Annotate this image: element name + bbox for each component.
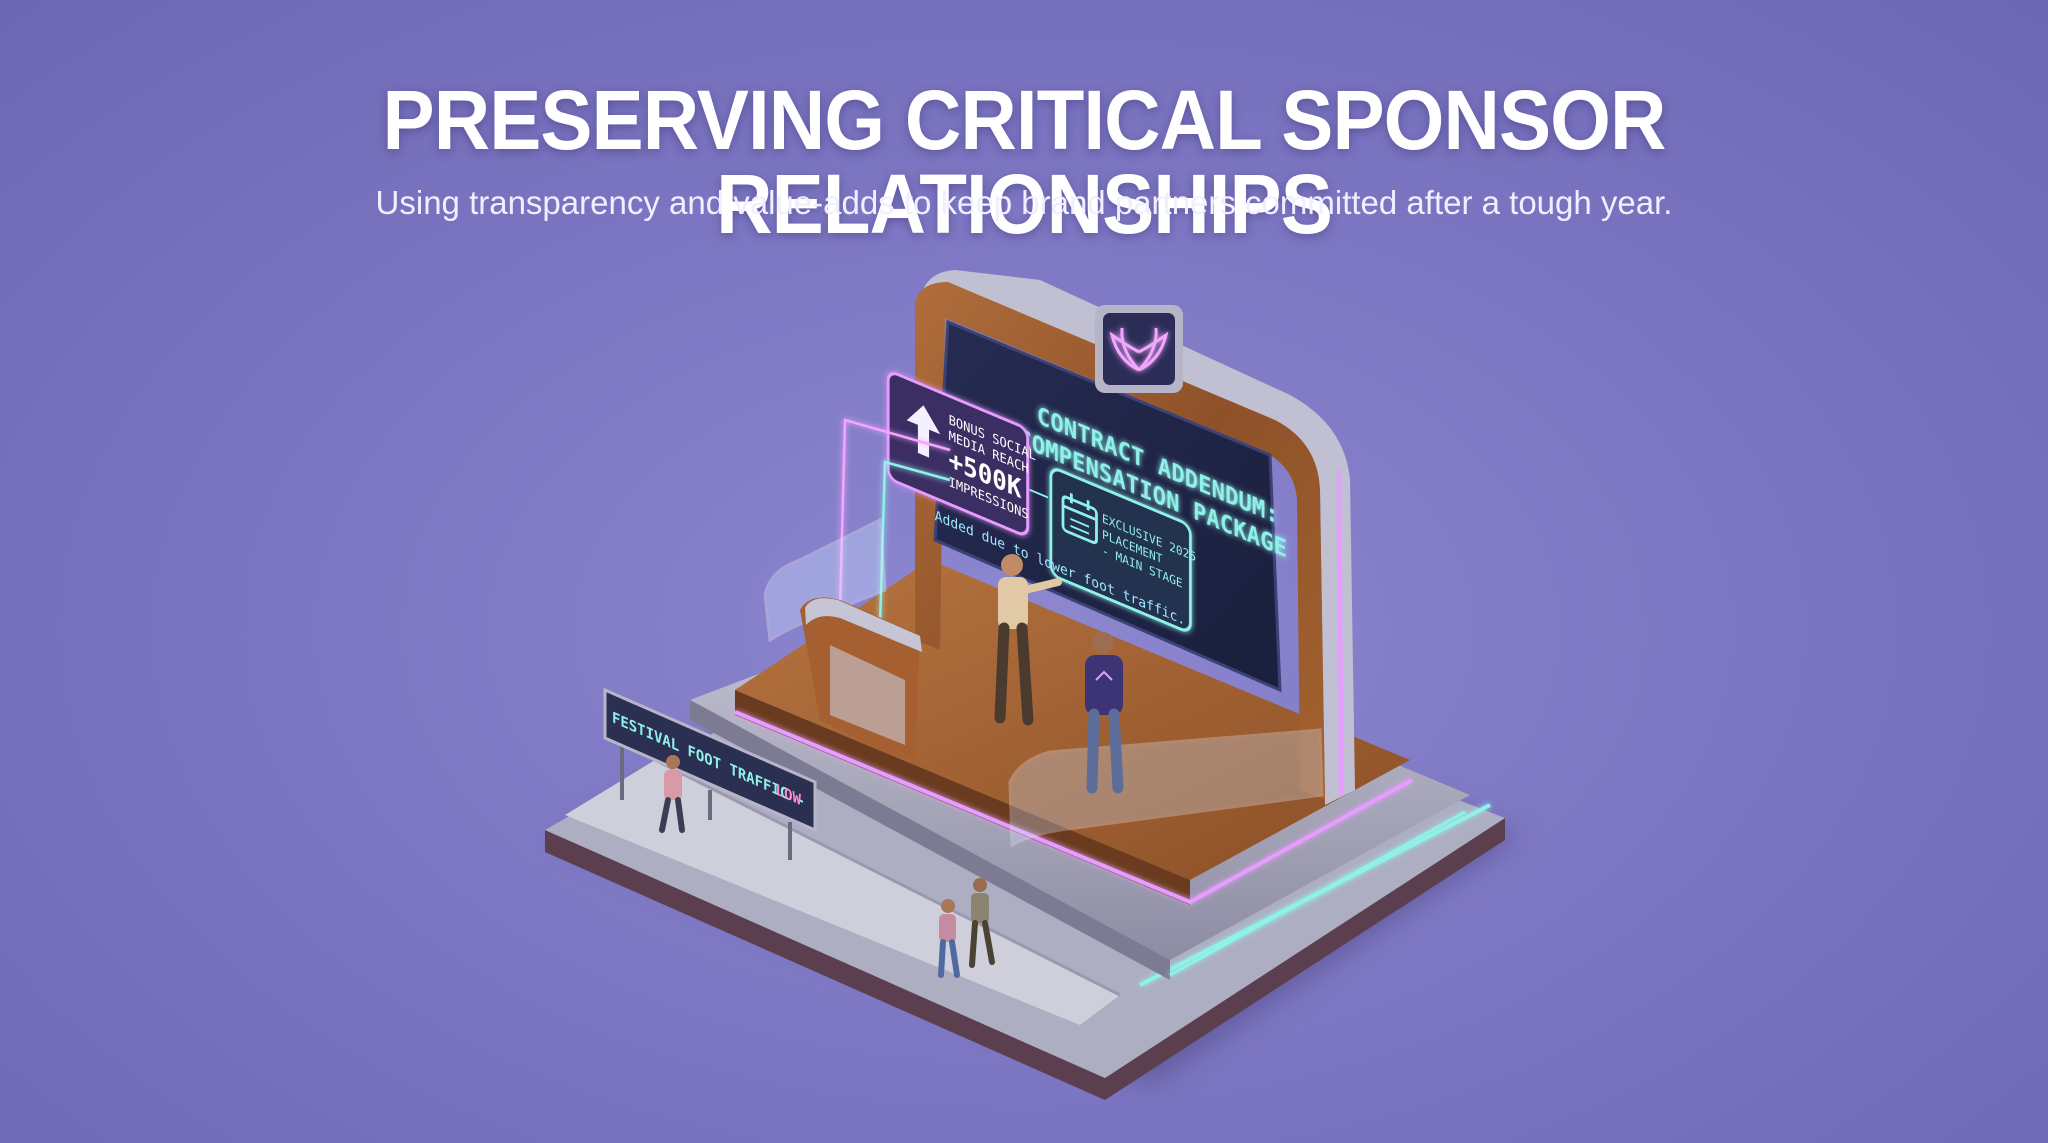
calendar-icon — [1061, 492, 1098, 545]
sidewalk — [565, 760, 1120, 1025]
glass-rail-left — [763, 517, 887, 643]
stage-pink-rim — [734, 710, 1413, 905]
pedestrian-figure — [938, 899, 960, 978]
neon-line-cyan — [878, 460, 951, 626]
up-arrow-icon — [906, 405, 941, 458]
sponsor-rep-figure — [1085, 632, 1124, 794]
card-connector — [1029, 488, 1049, 499]
sidewalk-edge — [654, 758, 1121, 997]
page-title: PRESERVING CRITICAL SPONSOR RELATIONSHIP… — [382, 73, 1667, 251]
bonus-card: BONUS SOCIAL MEDIA REACH +500K IMPRESSIO… — [886, 372, 1036, 536]
placement-card: EXCLUSIVE 2025 PLACEMENT - MAIN STAGE — [1049, 468, 1196, 632]
pedestrian-figure — [659, 755, 685, 833]
brand-logo-badge — [1095, 305, 1183, 393]
back-wall-wood — [915, 282, 1325, 800]
metal-tier-side — [690, 700, 1170, 980]
stage-floor-edge — [735, 690, 1190, 905]
page-subtitle: Using transparency and value-adds to kee… — [375, 184, 1673, 221]
base-platform-side — [545, 818, 1505, 1100]
presenter-figure — [994, 554, 1062, 726]
metal-tier-cyan-rim — [1169, 810, 1466, 977]
back-wall-pink-edge — [1336, 469, 1344, 796]
pedestrian-figure — [969, 878, 995, 968]
wings-logo-icon — [1109, 327, 1169, 372]
neon-line-pink — [838, 418, 951, 611]
reception-desk — [800, 597, 922, 760]
back-wall — [920, 270, 1355, 805]
